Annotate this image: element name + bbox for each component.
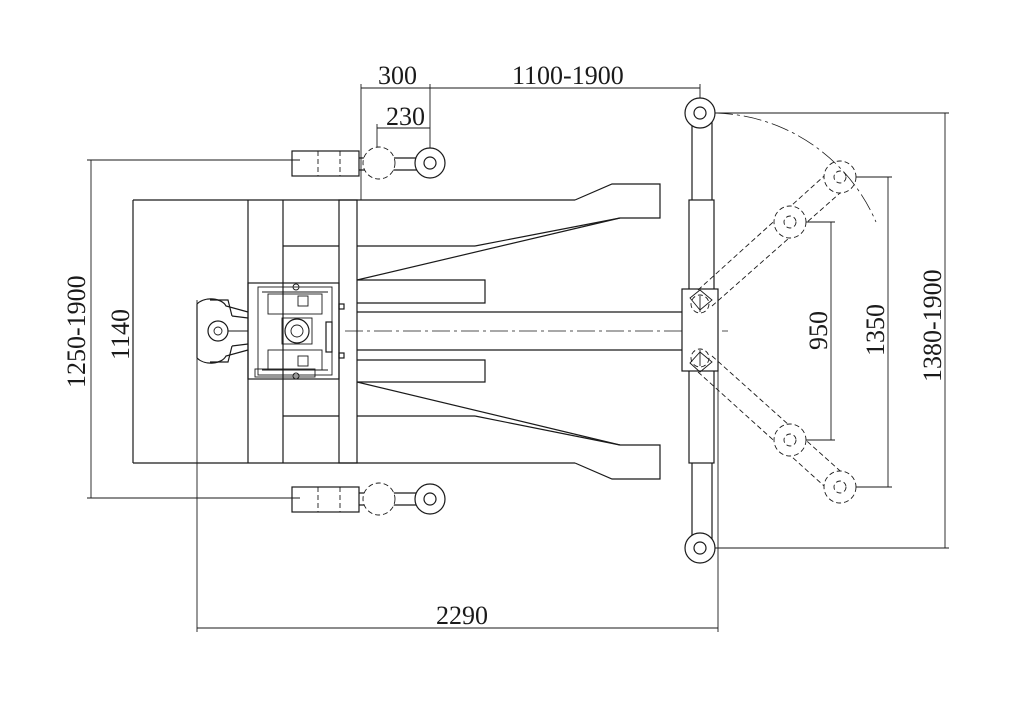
dimension-lines [87, 84, 949, 632]
dim-1100-1900-label: 1100-1900 [512, 61, 624, 90]
pump-unit [247, 282, 345, 380]
dim-1250-1900-label: 1250-1900 [62, 275, 91, 388]
swing-arm-lower [697, 355, 857, 504]
dim-1140-label: 1140 [106, 309, 135, 360]
swing-arc [714, 112, 877, 223]
dim-950-label: 950 [804, 311, 833, 350]
dim-1350-label: 1350 [861, 304, 890, 356]
swing-arm-upper [697, 160, 857, 307]
handle-knob [196, 298, 249, 364]
dim-2290-label: 2290 [436, 601, 488, 630]
main-frame [132, 183, 728, 480]
dim-1380-1900-label: 1380-1900 [918, 269, 947, 382]
right-beam [681, 97, 719, 564]
upper-wheel-unit [291, 146, 446, 180]
lower-wheel-unit [291, 482, 446, 516]
dim-300-label: 300 [378, 61, 417, 90]
dim-230-label: 230 [386, 102, 425, 131]
